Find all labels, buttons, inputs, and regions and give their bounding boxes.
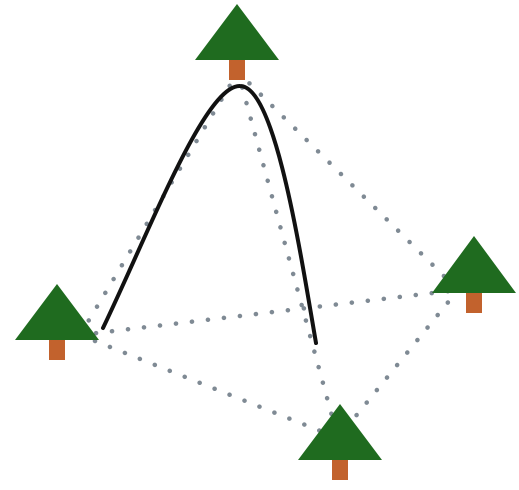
tree-foliage [298,404,382,460]
tree-foliage [195,4,279,60]
tree-foliage [432,236,516,293]
tree-trunk [466,291,482,313]
tree-trunk [49,338,65,360]
tree-top [195,4,279,80]
trees [15,4,516,480]
dotted-edge-right-bottom [338,290,458,438]
tree-foliage [15,284,99,340]
tree-left [15,284,99,360]
tree-trunk [229,58,245,80]
dotted-edge-left-bottom [80,335,338,438]
tree-bottom [298,404,382,480]
dotted-edge-top-right [238,72,458,290]
dotted-edge-top-bottom [238,72,338,438]
dotted-edge-left-right [80,290,458,335]
solid-path [103,86,316,343]
solid-path-layer [103,86,316,343]
tree-trunk [332,458,348,480]
